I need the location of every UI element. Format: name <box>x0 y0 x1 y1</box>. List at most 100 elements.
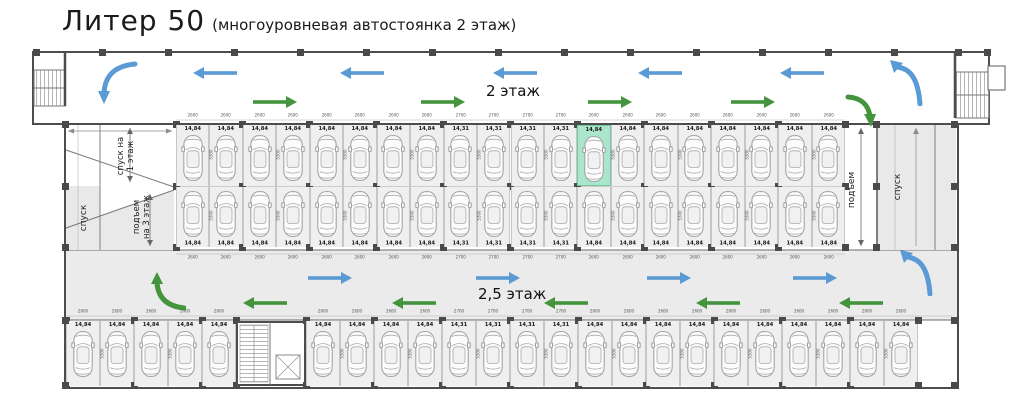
parking-stall[interactable]: 14,31 <box>510 125 544 186</box>
parking-stall[interactable]: 14,84 <box>711 125 745 186</box>
parking-stall[interactable]: 14,84 <box>242 125 277 186</box>
stall-width-dim: 2600 <box>622 113 633 118</box>
stall-width-dim: 2700 <box>453 309 465 314</box>
stall-width-dim: 2600 <box>111 309 123 314</box>
parking-stall[interactable]: 14,84 <box>276 125 310 186</box>
parking-stall[interactable]: 14,84 <box>577 187 611 247</box>
parking-stall[interactable]: 14,84 <box>134 321 168 386</box>
parking-stall[interactable]: 14,31 <box>510 187 544 247</box>
parking-stall[interactable]: 14,84 <box>677 187 712 247</box>
stall-depth-dim: 5300 <box>610 149 616 160</box>
stall-width-dim: 2600 <box>187 255 198 260</box>
parking-stall[interactable]: 14,84 <box>884 321 918 386</box>
car-icon <box>649 190 673 242</box>
stall-depth-dim: 5300 <box>747 348 753 359</box>
car-icon <box>448 134 473 186</box>
structural-column <box>172 121 180 128</box>
stall-depth-dim: 5300 <box>339 348 345 359</box>
stall-depth-dim: 5300 <box>611 348 617 359</box>
stall-width-dim: 2600 <box>689 255 700 260</box>
parking-stall[interactable]: 14,31 <box>543 125 578 186</box>
stall-area-label: 14,84 <box>824 322 842 328</box>
parking-stall[interactable]: 14,84 <box>343 125 377 186</box>
parking-stall[interactable]: 14,84 <box>744 125 779 186</box>
structural-column <box>640 121 648 128</box>
parking-stall[interactable]: 14,84 <box>306 321 340 386</box>
parking-stall[interactable]: 14,31 <box>476 321 510 386</box>
parking-stall[interactable]: 14,84 <box>644 187 678 247</box>
parking-stall[interactable]: 14,84 <box>374 321 408 386</box>
car-icon <box>105 330 129 382</box>
parking-stall[interactable]: 14,31 <box>477 125 511 186</box>
parking-stall[interactable]: 14,31 <box>443 125 478 186</box>
stall-width-dim: 2700 <box>522 113 533 118</box>
parking-stall[interactable]: 14,84 <box>610 187 645 247</box>
parking-stall[interactable]: 14,84 <box>578 321 612 386</box>
parking-stall[interactable]: 14,84 <box>343 187 377 247</box>
stall-depth-dim: 5300 <box>677 210 683 221</box>
parking-stall[interactable]: 14,84 <box>714 321 748 386</box>
parking-stall[interactable]: 14,84 <box>811 125 845 186</box>
stall-area-label: 14,84 <box>382 322 400 328</box>
parking-stall[interactable]: 14,84 <box>66 321 100 386</box>
stall-depth-dim: 5300 <box>744 210 750 221</box>
stall-width-dim: 2600 <box>221 255 232 260</box>
stall-area-label: 14,31 <box>452 126 469 132</box>
car-icon <box>447 330 471 382</box>
parking-stall[interactable]: 14,84 <box>209 125 243 186</box>
parking-stall[interactable]: 14,84 <box>778 187 812 247</box>
stall-width-dim: 2600 <box>354 255 366 260</box>
parking-stall[interactable]: 14,84 <box>202 321 236 386</box>
parking-stall[interactable]: 14,84 <box>309 125 344 186</box>
stall-area-label: 14,84 <box>108 322 126 328</box>
parking-stall[interactable]: 14,84 <box>744 187 779 247</box>
parking-stall[interactable]: 14,84 <box>276 187 310 247</box>
stall-area-label: 14,31 <box>552 322 570 328</box>
stall-area-label: 14,84 <box>585 240 603 246</box>
parking-stall[interactable]: 14,84 <box>711 187 745 247</box>
structural-column <box>951 382 958 389</box>
parking-stall[interactable]: 14,84 <box>176 125 210 186</box>
parking-stall[interactable]: 14,84 <box>748 321 782 386</box>
parking-stall[interactable]: 14,84 <box>176 187 210 247</box>
parking-stall[interactable]: 14,84 <box>309 187 344 247</box>
parking-stall[interactable]: 14,84 <box>408 321 442 386</box>
parking-stall[interactable]: 14,31 <box>443 187 478 247</box>
parking-stall[interactable]: 14,84 <box>410 125 444 186</box>
parking-stall[interactable]: 14,31 <box>510 321 544 386</box>
parking-stall[interactable]: 14,84 <box>612 321 646 386</box>
parking-stall[interactable]: 14,31 <box>477 187 511 247</box>
parking-stall[interactable]: 14,84 <box>677 125 712 186</box>
parking-stall[interactable]: 14,84 <box>376 125 411 186</box>
parking-stall[interactable]: 14,84 <box>209 187 243 247</box>
car-icon <box>311 330 335 382</box>
parking-stall-selected[interactable]: 14,84 <box>577 125 611 186</box>
structural-column <box>302 317 310 324</box>
stall-depth-dim: 5300 <box>476 149 482 160</box>
parking-stall[interactable]: 14,84 <box>811 187 845 247</box>
parking-stall[interactable]: 14,84 <box>242 187 277 247</box>
parking-stall[interactable]: 14,84 <box>610 125 645 186</box>
stall-area-label: 14,84 <box>753 126 770 132</box>
floor-2-5-label: 2,5 этаж <box>478 285 547 303</box>
stall-area-label: 14,84 <box>142 322 160 328</box>
parking-stall[interactable]: 14,84 <box>376 187 411 247</box>
parking-stall[interactable]: 14,31 <box>543 187 578 247</box>
parking-stall[interactable]: 14,31 <box>442 321 476 386</box>
parking-stall[interactable]: 14,84 <box>644 125 678 186</box>
title-floor-note: (многоуровневая автостоянка 2 этаж) <box>212 16 517 34</box>
parking-stall[interactable]: 14,84 <box>782 321 816 386</box>
parking-stall[interactable]: 14,84 <box>340 321 374 386</box>
parking-stall[interactable]: 14,84 <box>646 321 680 386</box>
parking-stall[interactable]: 14,84 <box>778 125 812 186</box>
stall-depth-dim: 5300 <box>475 348 481 359</box>
parking-stall[interactable]: 14,84 <box>410 187 444 247</box>
stall-width-dim: 2700 <box>555 113 566 118</box>
stall-width-dim: 2700 <box>488 255 499 260</box>
parking-stall[interactable]: 14,84 <box>100 321 134 386</box>
parking-stall[interactable]: 14,84 <box>168 321 202 386</box>
parking-stall[interactable]: 14,31 <box>544 321 578 386</box>
parking-stall[interactable]: 14,84 <box>680 321 714 386</box>
parking-stall[interactable]: 14,84 <box>850 321 884 386</box>
parking-stall[interactable]: 14,84 <box>816 321 850 386</box>
